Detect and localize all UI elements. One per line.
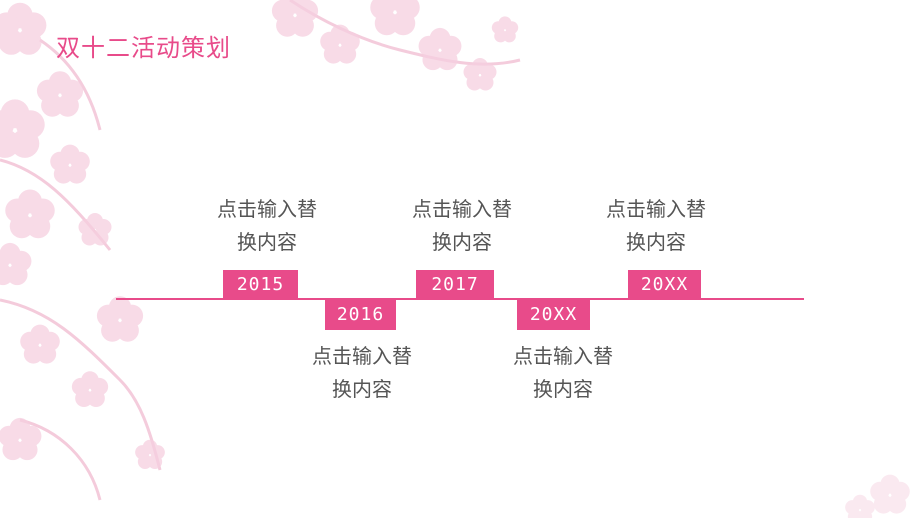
slide-title: 双十二活动策划 xyxy=(56,34,231,62)
event-text-line1: 点击输入替 xyxy=(606,197,706,221)
year-badge-20xx-1: 20XX xyxy=(517,300,590,330)
event-text-line2: 换内容 xyxy=(533,377,593,401)
event-text-line1: 点击输入替 xyxy=(412,197,512,221)
year-badge-2017: 2017 xyxy=(416,270,494,300)
year-badge-2016: 2016 xyxy=(325,300,396,330)
event-text-line1: 点击输入替 xyxy=(217,197,317,221)
timeline-event-3-text: 点击输入替 换内容 xyxy=(392,193,532,259)
event-text-line2: 换内容 xyxy=(332,377,392,401)
event-text-line2: 换内容 xyxy=(626,230,686,254)
event-text-line2: 换内容 xyxy=(432,230,492,254)
timeline-event-2-text: 点击输入替 换内容 xyxy=(292,340,432,406)
event-text-line2: 换内容 xyxy=(237,230,297,254)
timeline-event-4-text: 点击输入替 换内容 xyxy=(493,340,633,406)
timeline-event-5-text: 点击输入替 换内容 xyxy=(586,193,726,259)
year-badge-20xx-2: 20XX xyxy=(628,270,701,300)
year-badge-2015: 2015 xyxy=(223,270,298,300)
timeline-event-1-text: 点击输入替 换内容 xyxy=(197,193,337,259)
event-text-line1: 点击输入替 xyxy=(513,344,613,368)
event-text-line1: 点击输入替 xyxy=(312,344,412,368)
